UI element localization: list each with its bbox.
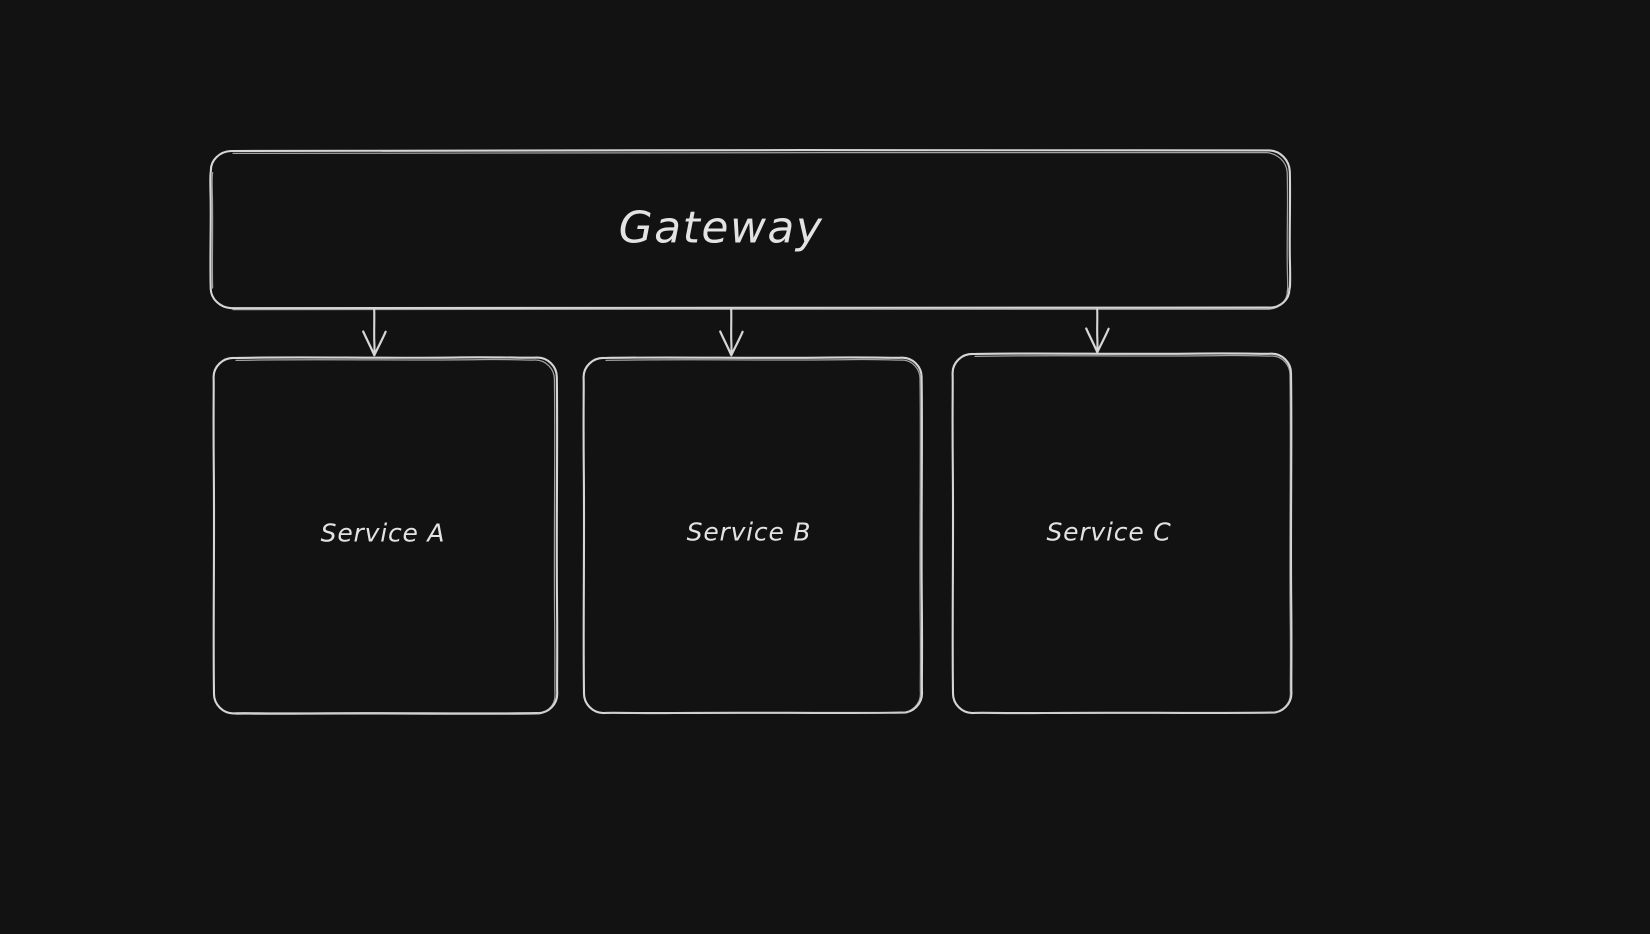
edge-gateway-service-a-arrowhead xyxy=(362,330,387,357)
node-service-c[interactable] xyxy=(951,352,1293,715)
node-service-b[interactable] xyxy=(582,356,924,715)
edge-gateway-service-b-arrowhead xyxy=(719,330,744,357)
service-a-box-sketch-overlay xyxy=(235,358,556,715)
gateway-box-sketch-overlay xyxy=(232,151,1289,311)
gateway-box-outline xyxy=(209,148,1292,310)
node-label-service-a: Service A xyxy=(320,518,446,548)
node-gateway[interactable] xyxy=(209,148,1292,311)
node-label-service-b: Service B xyxy=(686,517,812,547)
node-service-a[interactable] xyxy=(212,356,559,715)
edge-gateway-service-c[interactable] xyxy=(1085,307,1110,354)
service-c-box-sketch-overlay xyxy=(974,354,1292,714)
node-label-service-c: Service C xyxy=(1046,517,1172,547)
service-b-box-sketch-overlay xyxy=(605,358,922,714)
edge-gateway-service-c-arrowhead xyxy=(1085,327,1110,354)
edge-gateway-service-a[interactable] xyxy=(362,307,387,357)
node-label-gateway: Gateway xyxy=(618,202,824,254)
edge-gateway-service-b[interactable] xyxy=(719,307,744,357)
service-a-box-outline xyxy=(212,356,559,715)
